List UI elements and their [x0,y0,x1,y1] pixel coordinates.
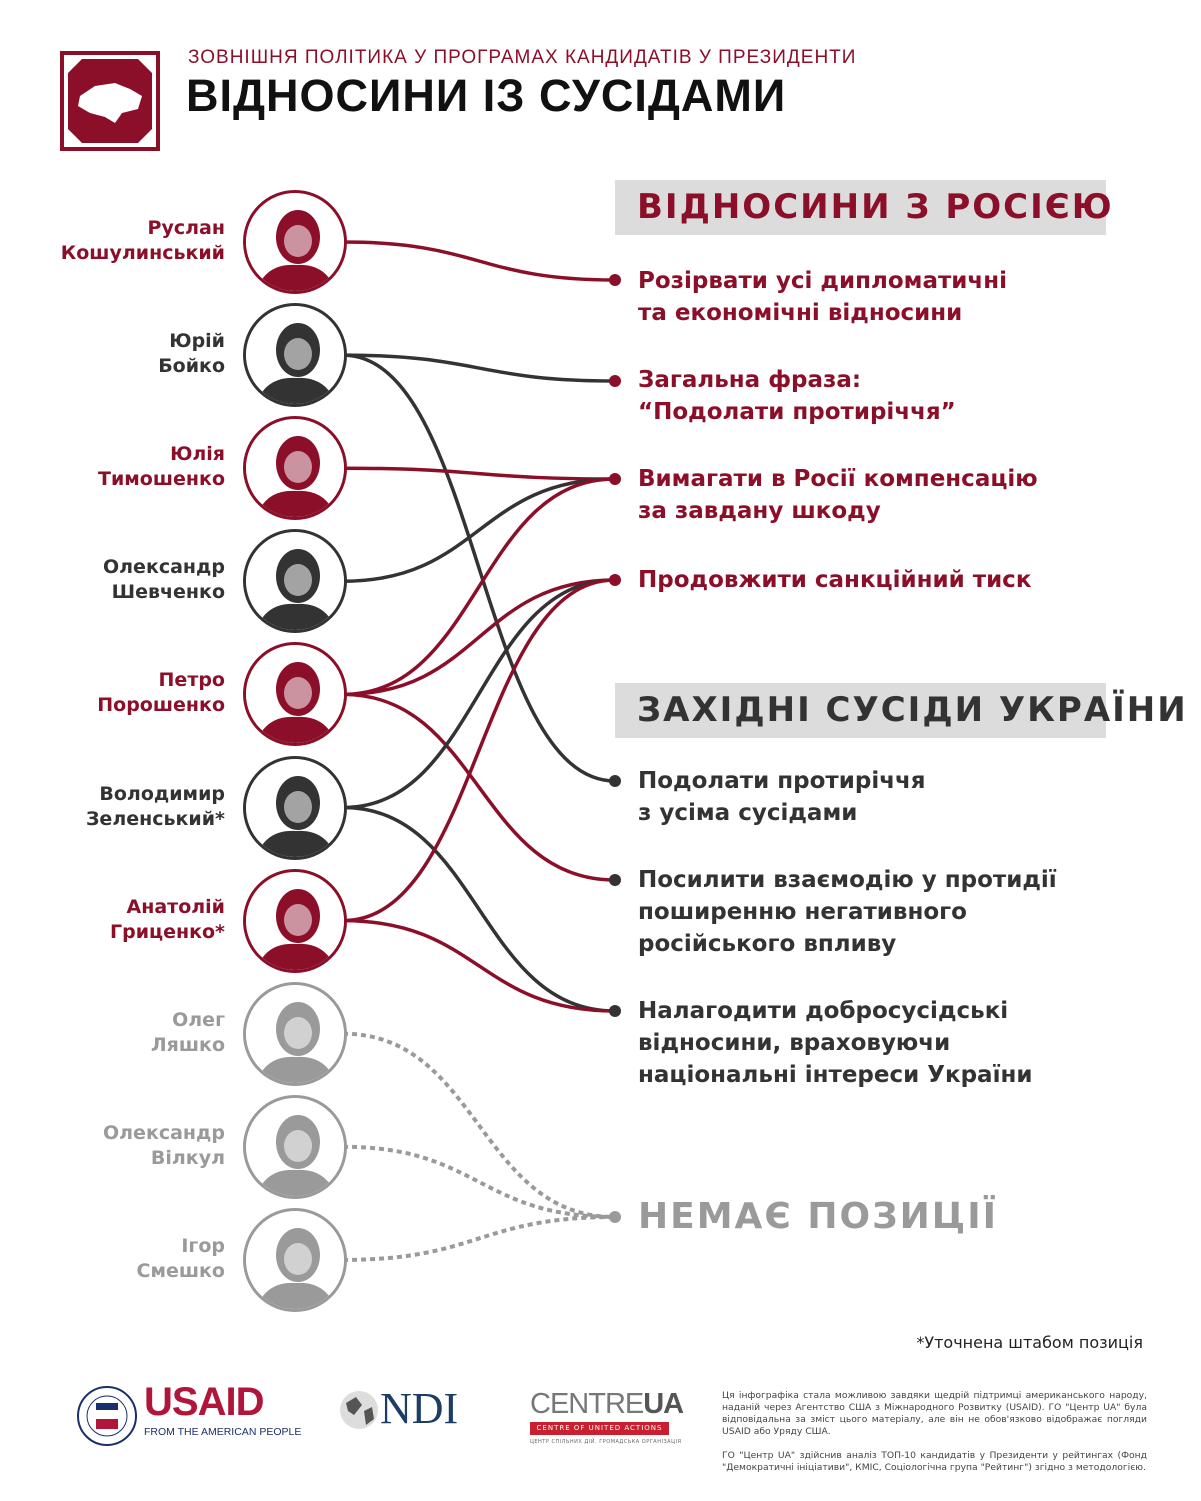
candidate-portrait [243,303,347,408]
connection-line [342,918,616,1013]
centreua-part-b: UA [643,1388,684,1420]
portrait-silhouette-icon [246,532,344,631]
connection-line [342,477,616,697]
position-dot [609,1005,621,1017]
candidate-portrait [243,190,347,294]
subtitle: ЗОВНІШНЯ ПОЛІТИКА У ПРОГРАМАХ КАНДИДАТІВ… [188,47,857,68]
position-dot [609,274,621,286]
connection-line [342,1144,616,1219]
candidate-portrait [243,755,347,860]
candidate-portrait [243,981,347,1086]
portrait-silhouette-icon [246,645,344,744]
centreua-subtitle: ЦЕНТР СПІЛЬНИХ ДІЙ. ГРОМАДСЬКА ОРГАНІЗАЦ… [530,1439,682,1445]
portrait-silhouette-icon [246,306,344,405]
position-dot [609,775,621,787]
connection-line [342,1031,616,1219]
disclaimer-p2: ГО "Центр UA" здійснив аналіз ТОП-10 кан… [722,1450,1147,1473]
usaid-tagline: FROM THE AMERICAN PEOPLE [144,1426,302,1438]
usaid-text: USAID [144,1380,264,1424]
footnote: *Уточнена штабом позиція [916,1333,1143,1352]
connection-line [342,477,616,584]
position-label: Продовжити санкційний тиск [638,567,1032,593]
position-dot [609,574,621,586]
connection-line [342,353,616,783]
position-label: Загальна фраза:“Подолати протиріччя” [638,367,956,425]
position-dot [609,1211,621,1223]
centreua-logo-text: CENTREUA [530,1388,684,1420]
section-header: ЗАХІДНІ СУСІДИ УКРАЇНИ [615,683,1186,738]
page-title: ВІДНОСИНИ ІЗ СУСІДАМИ [186,70,787,121]
candidate-portrait [243,416,347,521]
centreua-part-a: CENTRE [530,1388,644,1420]
portrait-silhouette-icon [246,1210,344,1309]
portrait-silhouette-icon [246,758,344,857]
portrait-silhouette-icon [246,419,344,518]
connection-line [342,466,616,481]
usaid-logo-text: USAID [144,1380,264,1424]
section-header: ВІДНОСИНИ З РОСІЄЮ [615,180,1112,235]
ukraine-map-logo [60,51,160,151]
position-dot [609,375,621,387]
connection-line [342,692,616,882]
portrait-silhouette-icon [246,871,344,970]
candidate-portrait [243,1207,347,1312]
connection-line [342,578,616,923]
candidate-portrait [243,1094,347,1199]
connection-line [342,353,616,383]
ndi-globe-logo [340,1391,378,1429]
connection-line [342,578,616,810]
centreua-bar: CENTRE OF UNITED ACTIONS [530,1422,669,1435]
connection-line [342,578,616,697]
position-dot [609,473,621,485]
connection-line [342,1215,616,1262]
portrait-silhouette-icon [246,984,344,1083]
portrait-silhouette-icon [246,1097,344,1196]
candidate-portrait [243,529,347,634]
connection-line [342,805,616,1013]
usaid-seal-logo [77,1386,137,1446]
position-dot [609,874,621,886]
disclaimer-p1: Ця інфографіка стала можливою завдяки ще… [722,1390,1147,1437]
position-label: НЕМАЄ ПОЗИЦІЇ [638,1196,998,1237]
portrait-silhouette-icon [246,193,344,291]
ndi-logo-text: NDI [380,1384,459,1433]
connection-line [342,240,616,282]
candidate-portrait [243,642,347,747]
disclaimer: Ця інфографіка стала можливою завдяки ще… [722,1390,1147,1474]
candidate-portrait [243,868,347,973]
